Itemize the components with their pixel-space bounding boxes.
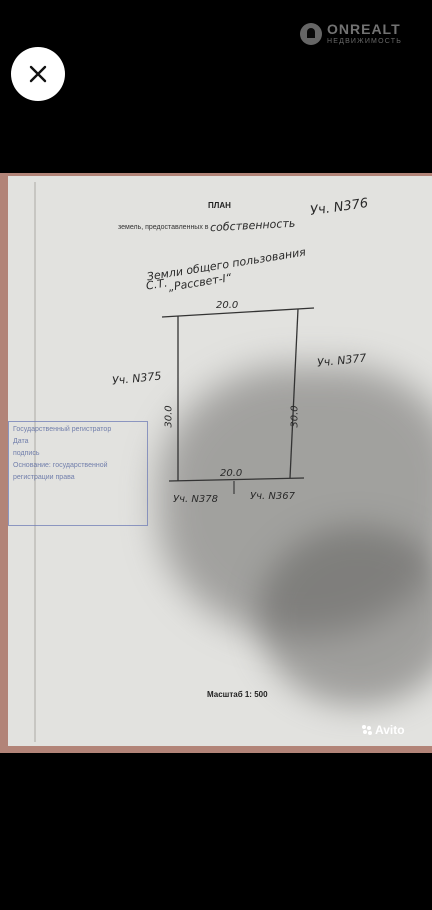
parcel-plan-drawing — [161, 307, 315, 494]
photo: Государственный регистратор Дата подпись… — [0, 173, 432, 753]
stamp-line: регистрации права — [13, 474, 75, 481]
registration-stamp: Государственный регистратор Дата подпись… — [8, 421, 148, 526]
plan-title: ПЛАН — [208, 201, 231, 210]
avito-label: Avito — [375, 723, 405, 737]
close-button[interactable] — [11, 47, 65, 101]
stamp-line: подпись — [13, 450, 40, 457]
left-dimension: 30.0 — [163, 405, 175, 428]
document-sheet: Государственный регистратор Дата подпись… — [8, 176, 432, 746]
watermark-title: ONREALT — [327, 21, 401, 37]
plan-subtitle: земель, предоставленных в собственность — [118, 217, 296, 234]
bottom-dimension: 20.0 — [220, 468, 243, 479]
stamp-line: Дата — [13, 438, 29, 445]
avito-logo-icon — [362, 725, 372, 735]
plan-subtitle-printed: земель, предоставленных в — [118, 224, 209, 231]
page-fold — [34, 182, 36, 742]
onrealt-watermark: ONREALT НЕДВИЖИМОСТЬ — [300, 22, 402, 45]
bottom-right-neighbor-label: Уч. N367 — [250, 491, 295, 502]
scale-label: Масштаб 1: 500 — [207, 690, 268, 699]
right-dimension: 30.0 — [289, 405, 301, 428]
onrealt-logo-icon — [300, 22, 322, 45]
avito-watermark: Avito — [362, 723, 405, 737]
bottom-left-neighbor-label: Уч. N378 — [173, 494, 218, 505]
stamp-line: Государственный регистратор — [13, 426, 112, 433]
stamp-line: Основание: государственной — [13, 462, 108, 469]
top-dimension: 20.0 — [216, 300, 239, 311]
close-icon — [29, 65, 47, 83]
watermark-subtitle: НЕДВИЖИМОСТЬ — [327, 38, 403, 45]
